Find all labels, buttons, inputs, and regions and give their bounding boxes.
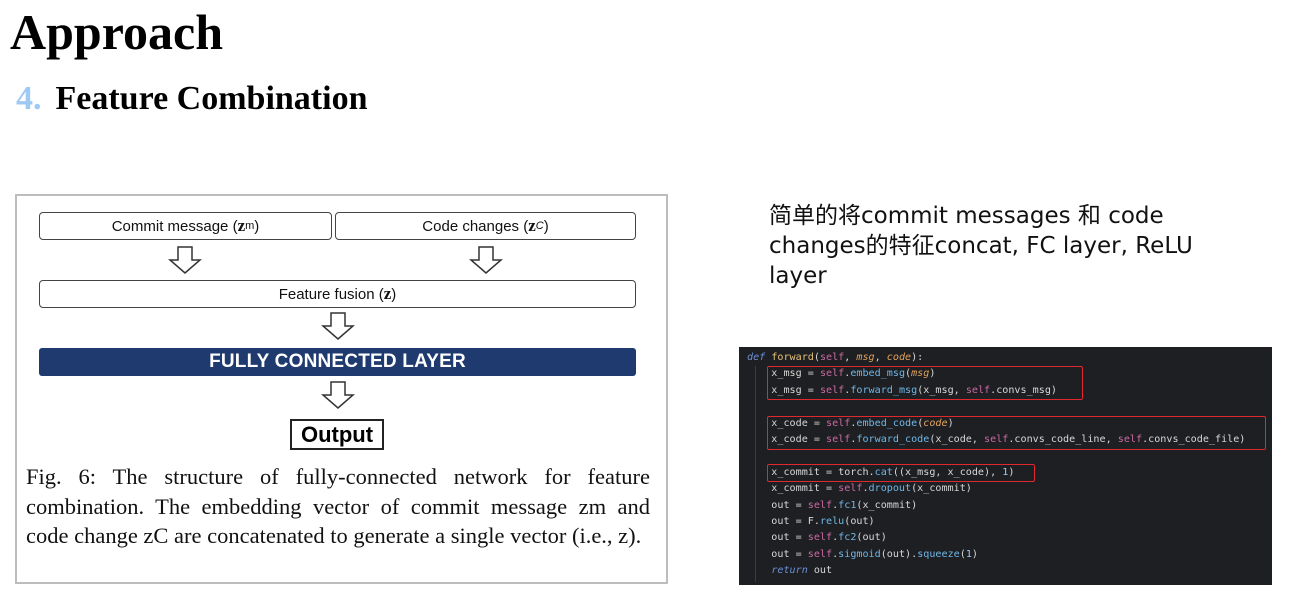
down-arrow-icon [469, 246, 503, 274]
commit-message-label: Commit message ( [111, 217, 238, 235]
chinese-note: 简单的将commit messages 和 code changes的特征con… [769, 203, 1193, 289]
code-line: x_commit = torch.cat((x_msg, x_code), 1) [747, 466, 1015, 478]
code-symbol-sub: C [535, 220, 544, 232]
code-close-paren: ) [543, 217, 549, 235]
code-changes-label: Code changes ( [422, 217, 529, 235]
fully-connected-layer-box: FULLY CONNECTED LAYER [39, 348, 636, 376]
highlight-box-code [767, 416, 1266, 450]
feature-fusion-label: Feature fusion ( [278, 285, 384, 303]
code-line: out = self.sigmoid(out).squeeze(1) [747, 548, 978, 560]
down-arrow-icon [168, 246, 202, 274]
section-title: Feature Combination [55, 80, 368, 117]
slide-title: Approach [10, 4, 224, 60]
code-line [747, 399, 1272, 415]
fusion-symbol: z [383, 284, 392, 303]
code-line: x_msg = self.forward_msg(x_msg, self.con… [747, 384, 1057, 396]
down-arrow-icon [321, 312, 355, 340]
code-line: x_code = self.forward_code(x_code, self.… [747, 433, 1246, 445]
highlight-box-commit [767, 464, 1035, 482]
code-snippet: def forward(self, msg, code): x_msg = se… [739, 347, 1272, 585]
indent-guide [755, 366, 756, 582]
code-line: x_code = self.embed_code(code) [747, 417, 954, 429]
code-line: out = self.fc1(x_commit) [747, 499, 918, 511]
highlight-box-msg [767, 366, 1083, 400]
code-symbol: z [528, 216, 536, 235]
commit-symbol-sub: m [245, 220, 255, 232]
commit-symbol: z [237, 216, 246, 235]
code-lines: def forward(self, msg, code): x_msg = se… [747, 350, 1272, 579]
commit-close-paren: ) [254, 217, 260, 235]
output-box: Output [290, 419, 384, 450]
code-line: out = self.fc2(out) [747, 532, 887, 544]
feature-fusion-box: Feature fusion (z) [39, 280, 636, 308]
figure-caption: Fig. 6: The structure of fully-connected… [26, 464, 650, 548]
section-number: 4. [16, 80, 42, 117]
fusion-close-paren: ) [391, 285, 397, 303]
section-heading: 4. Feature Combination [16, 78, 367, 120]
code-line: x_commit = self.dropout(x_commit) [747, 483, 972, 495]
down-arrow-icon [321, 381, 355, 409]
code-line [747, 448, 1272, 464]
code-line: x_msg = self.embed_msg(msg) [747, 368, 936, 380]
code-line: out = F.relu(out) [747, 515, 875, 527]
code-line: return out [771, 565, 833, 577]
code-line: def forward(self, msg, code): [747, 352, 924, 363]
